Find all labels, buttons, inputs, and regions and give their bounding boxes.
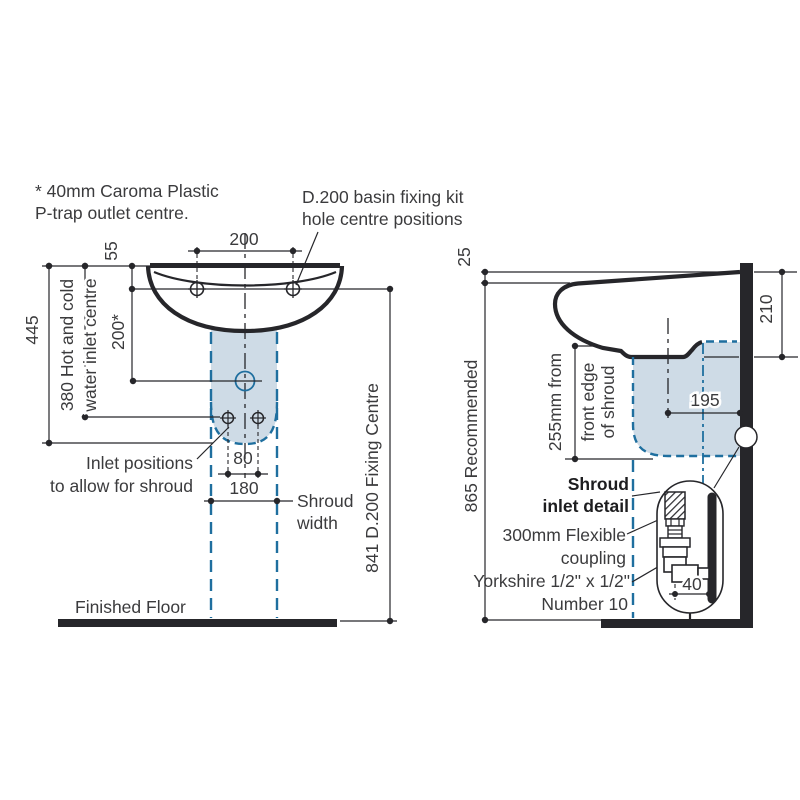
front-view: 200 55 200* 445 380 [22,229,397,627]
dim-25-label: 25 [454,247,474,266]
dim-elbow-offset: 40 [669,572,712,600]
finished-floor: Finished Floor [58,597,397,627]
fixing-kit-note-line2: hole centre positions [302,209,463,229]
shroud-region-side [633,341,740,456]
dim-255-line3: of shroud [598,366,618,439]
dim-865-label: 865 Recommended [461,360,481,513]
dim-180-label: 180 [229,478,258,498]
dim-380-label-line2: water inlet centre [80,278,100,412]
shroud-width-note: Shroud width [296,491,353,533]
dim-fixing-centre: 841 D.200 Fixing Centre [362,289,394,625]
detail-title-line1: Shroud [568,474,629,494]
side-view: 25 865 Recommended 210 195 [454,247,798,628]
inlet-positions-line1: Inlet positions [86,453,193,473]
dim-inlet-depth: 255mm from front edge of shroud [545,342,653,463]
dim-inlet-centre: 380 Hot and cold water inlet centre [57,262,103,421]
inlet-right [250,410,266,426]
shroud-width-line2: width [296,513,338,533]
yorkshire-label: Yorkshire 1/2" x 1/2" [473,571,630,591]
coupling-label-line1: 300mm Flexible [502,525,626,545]
finished-floor-label: Finished Floor [75,597,186,617]
shroud-inlet-detail: 40 [656,480,724,620]
dim-841-label: 841 D.200 Fixing Centre [362,383,382,573]
ptrap-note-line1: * 40mm Caroma Plastic [35,181,219,201]
shroud-dashed-side [631,340,737,618]
fixing-kit-note: D.200 basin fixing kit hole centre posit… [295,187,464,286]
dim-rim-drop: 210 [704,268,798,361]
detail-title-line2: inlet detail [542,496,629,516]
shroud-width-line1: Shroud [297,491,353,511]
ptrap-note: * 40mm Caroma Plastic P-trap outlet cent… [35,181,219,223]
dim-80-label: 80 [233,448,253,468]
dim-445-label: 445 [22,315,42,344]
dim-hole-spacing: 200 [188,229,302,280]
floor-side [601,619,753,628]
dim-overall-height: 445 [22,262,53,447]
dim-55-label: 55 [101,241,121,260]
inlet-left [220,410,236,426]
dim-380-label-line1: 380 Hot and cold [57,279,77,411]
dim-wall-gap: 25 [454,247,797,287]
number10-label: Number 10 [541,594,628,614]
ptrap-note-line2: P-trap outlet centre. [35,203,189,223]
dim-255-line1: 255mm from [545,353,565,451]
dim-210-label: 210 [756,294,776,323]
basin-side [552,269,741,360]
dim-195-label: 195 [690,390,719,410]
shroud-region [211,330,277,443]
wall-inlet-marker [713,425,758,489]
flexible-coupling-drawing [659,491,710,583]
inlet-positions-note: Inlet positions to allow for shroud [50,426,230,496]
dim-200-label: 200 [229,229,258,249]
dim-rim-to-holes: 55 [101,241,133,289]
detail-labels: Shroud inlet detail 300mm Flexible coupl… [473,474,630,614]
dim-recommended-height: 865 Recommended [461,272,602,624]
dim-outlet-from-wall: 195 [664,388,744,417]
fixing-kit-note-line1: D.200 basin fixing kit [302,187,464,207]
dim-40-label: 40 [682,574,702,594]
coupling-label-line2: coupling [561,548,626,568]
inlet-positions-line2: to allow for shroud [50,476,193,496]
pedestal-dashed-lines [209,332,279,618]
detail-leader [631,491,661,497]
dim-holes-to-outlet: 200* [108,289,133,381]
dim-shroud-width: 180 [204,478,293,505]
dim-255-line2: front edge [578,363,598,442]
dim-200star-label: 200* [108,314,128,350]
dim-inlet-spacing: 80 [218,425,268,479]
